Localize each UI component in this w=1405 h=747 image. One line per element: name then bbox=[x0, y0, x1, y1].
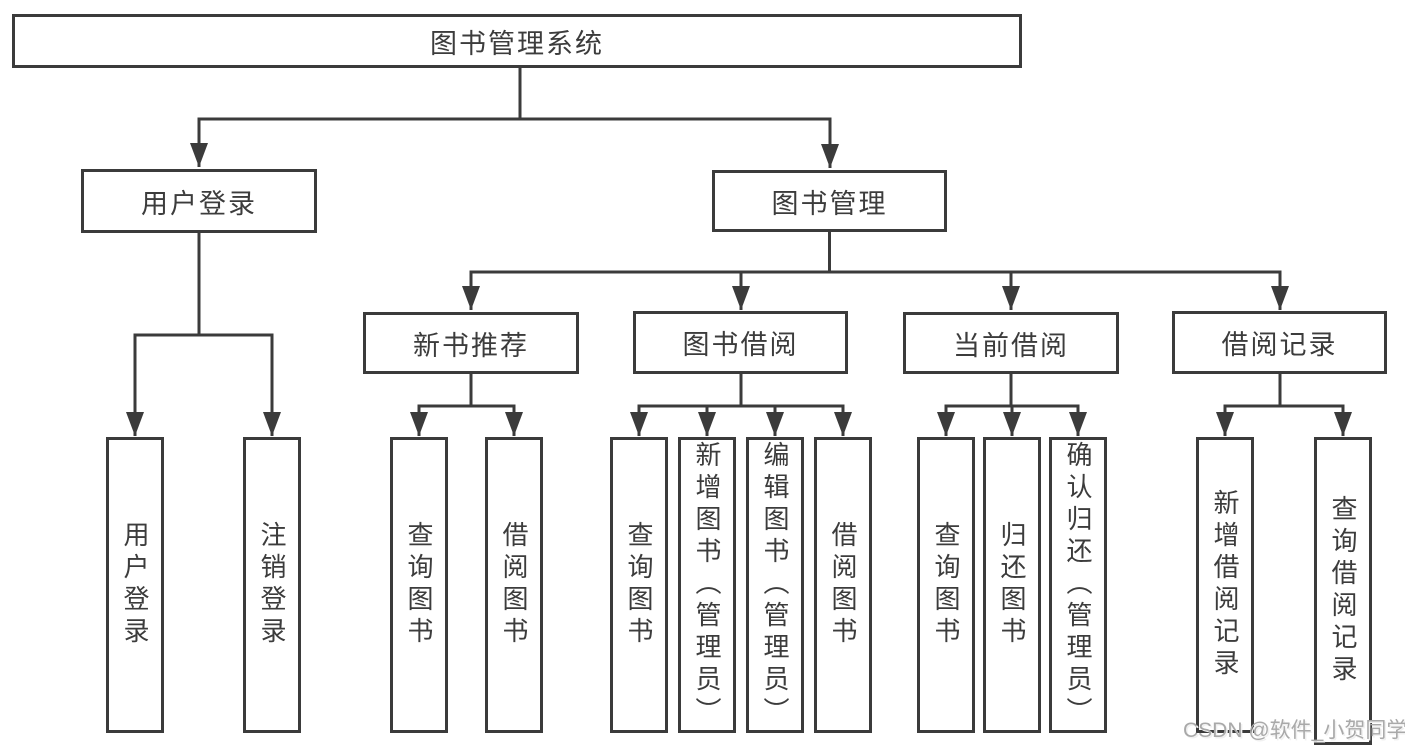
leaf-label: 新增借阅记录 bbox=[1210, 489, 1240, 681]
node-new-book-recommend: 新书推荐 bbox=[363, 312, 579, 374]
node-borrow-records: 借阅记录 bbox=[1172, 311, 1387, 374]
leaf-add-book-admin: 新增图书（管理员） bbox=[678, 437, 736, 733]
node-root-label: 图书管理系统 bbox=[430, 28, 604, 59]
leaf-borrow-books: 借阅图书 bbox=[814, 437, 872, 733]
node-label: 借阅记录 bbox=[1221, 330, 1338, 360]
leaf-label: 归还图书 bbox=[997, 521, 1027, 649]
leaf-query-borrow-record: 查询借阅记录 bbox=[1314, 437, 1372, 745]
leaf-user-login: 用户登录 bbox=[106, 437, 164, 733]
leaf-return-book: 归还图书 bbox=[983, 437, 1041, 733]
leaf-query-books-recommend: 查询图书 bbox=[390, 437, 448, 733]
leaf-label: 查询图书 bbox=[404, 521, 434, 649]
node-label: 用户登录 bbox=[141, 188, 257, 219]
leaf-label: 确认归还（管理员） bbox=[1063, 441, 1093, 729]
node-root-system: 图书管理系统 bbox=[12, 14, 1022, 68]
node-label: 新书推荐 bbox=[413, 330, 529, 361]
leaf-confirm-return-admin: 确认归还（管理员） bbox=[1049, 437, 1107, 733]
node-current-borrow: 当前借阅 bbox=[903, 312, 1119, 374]
leaf-logout: 注销登录 bbox=[243, 437, 301, 733]
leaf-borrow-books-recommend: 借阅图书 bbox=[485, 437, 543, 733]
leaf-label: 用户登录 bbox=[120, 521, 150, 649]
leaf-label: 注销登录 bbox=[257, 521, 287, 649]
node-book-borrow: 图书借阅 bbox=[633, 311, 848, 374]
leaf-label: 查询图书 bbox=[624, 521, 654, 649]
leaf-label: 新增图书（管理员） bbox=[692, 441, 722, 729]
leaf-query-books-borrow: 查询图书 bbox=[610, 437, 668, 733]
node-book-management-module: 图书管理 bbox=[712, 170, 947, 232]
leaf-label: 查询图书 bbox=[931, 521, 961, 649]
leaf-label: 查询借阅记录 bbox=[1328, 495, 1358, 687]
node-label: 当前借阅 bbox=[953, 330, 1069, 361]
leaf-query-books-current: 查询图书 bbox=[917, 437, 975, 733]
node-label: 图书借阅 bbox=[682, 330, 799, 360]
leaf-add-borrow-record: 新增借阅记录 bbox=[1196, 437, 1254, 733]
node-user-login-module: 用户登录 bbox=[81, 169, 317, 233]
leaf-label: 借阅图书 bbox=[828, 521, 858, 649]
leaf-label: 编辑图书（管理员） bbox=[760, 441, 790, 729]
leaf-label: 借阅图书 bbox=[499, 521, 529, 649]
node-label: 图书管理 bbox=[771, 188, 888, 219]
leaf-edit-book-admin: 编辑图书（管理员） bbox=[746, 437, 804, 733]
csdn-watermark: CSDN @软件_小贺同学 bbox=[1183, 719, 1405, 742]
